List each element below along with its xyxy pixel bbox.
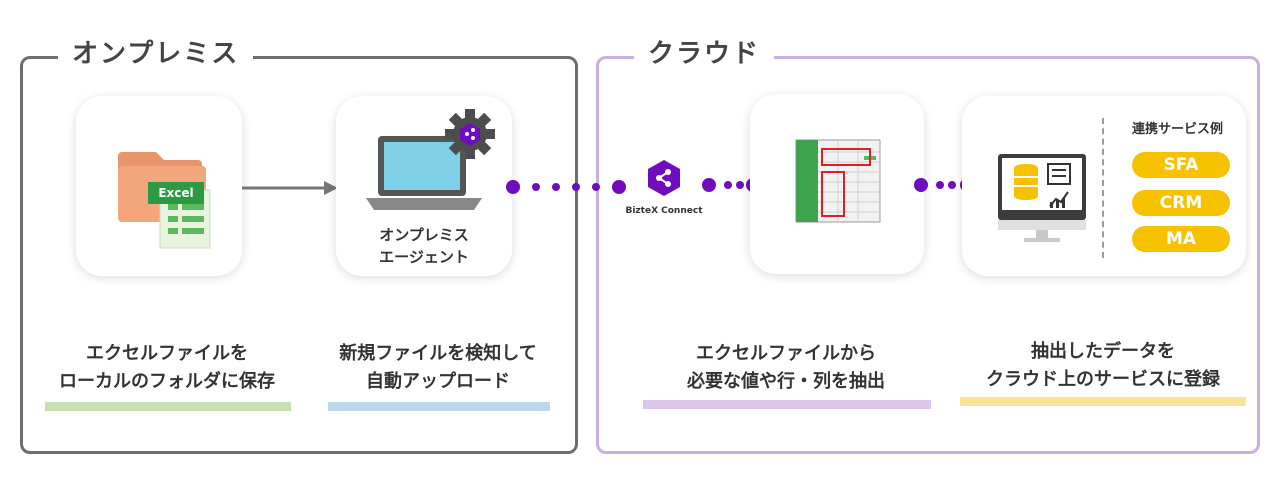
cloud-frame	[596, 56, 1260, 454]
step-1-line2: ローカルのフォルダに保存	[59, 371, 275, 392]
agent-label-line1: オンプレミス	[379, 226, 469, 244]
service-crm: CRM	[1132, 190, 1230, 216]
step-3-line2: 必要な値や行・列を抽出	[687, 371, 885, 392]
spreadsheet-card	[750, 94, 924, 274]
step-4-bar	[960, 397, 1246, 406]
step-2-line2: 自動アップロード	[366, 371, 510, 392]
excel-folder-card: Excel	[76, 96, 242, 276]
onprem-frame	[20, 56, 578, 454]
biztex-connect-logo-icon	[648, 160, 680, 196]
monitor-database-icon	[998, 154, 1086, 242]
step-1-bar	[45, 402, 291, 411]
step-4-line2: クラウド上のサービスに登録	[986, 369, 1220, 390]
agent-label-line2: エージェント	[379, 248, 469, 266]
spreadsheet-icon	[795, 139, 881, 223]
step-4-description: 抽出したデータを クラウド上のサービスに登録	[958, 338, 1248, 394]
step-3-description: エクセルファイルから 必要な値や行・列を抽出	[642, 340, 930, 396]
services-divider	[1102, 118, 1104, 258]
step-2-bar	[328, 402, 550, 411]
step-3-line1: エクセルファイルから	[696, 343, 876, 364]
step-1-line1: エクセルファイルを	[86, 343, 248, 364]
service-sfa: SFA	[1132, 152, 1230, 178]
step-3-bar	[643, 400, 931, 409]
connector-dots-1	[506, 180, 628, 194]
step-2-description: 新規ファイルを検知して 自動アップロード	[324, 340, 552, 396]
step-2-line1: 新規ファイルを検知して	[339, 343, 537, 364]
cloud-title: クラウド	[634, 36, 775, 72]
agent-card: オンプレミス エージェント	[336, 96, 512, 276]
onprem-title: オンプレミス	[58, 36, 254, 72]
services-title: 連携サービス例	[1132, 122, 1224, 137]
flow-arrow-icon	[242, 181, 338, 195]
cloud-services-card: 連携サービス例 SFA CRM MA	[962, 96, 1246, 276]
excel-folder-icon	[118, 152, 211, 249]
step-4-line1: 抽出したデータを	[1031, 341, 1175, 362]
step-1-description: エクセルファイルを ローカルのフォルダに保存	[44, 340, 290, 396]
gear-icon	[445, 109, 495, 159]
laptop-icon	[366, 136, 482, 210]
excel-badge-label: Excel	[158, 186, 194, 200]
service-ma: MA	[1132, 226, 1230, 252]
connector-label: BizteX Connect	[625, 206, 703, 216]
